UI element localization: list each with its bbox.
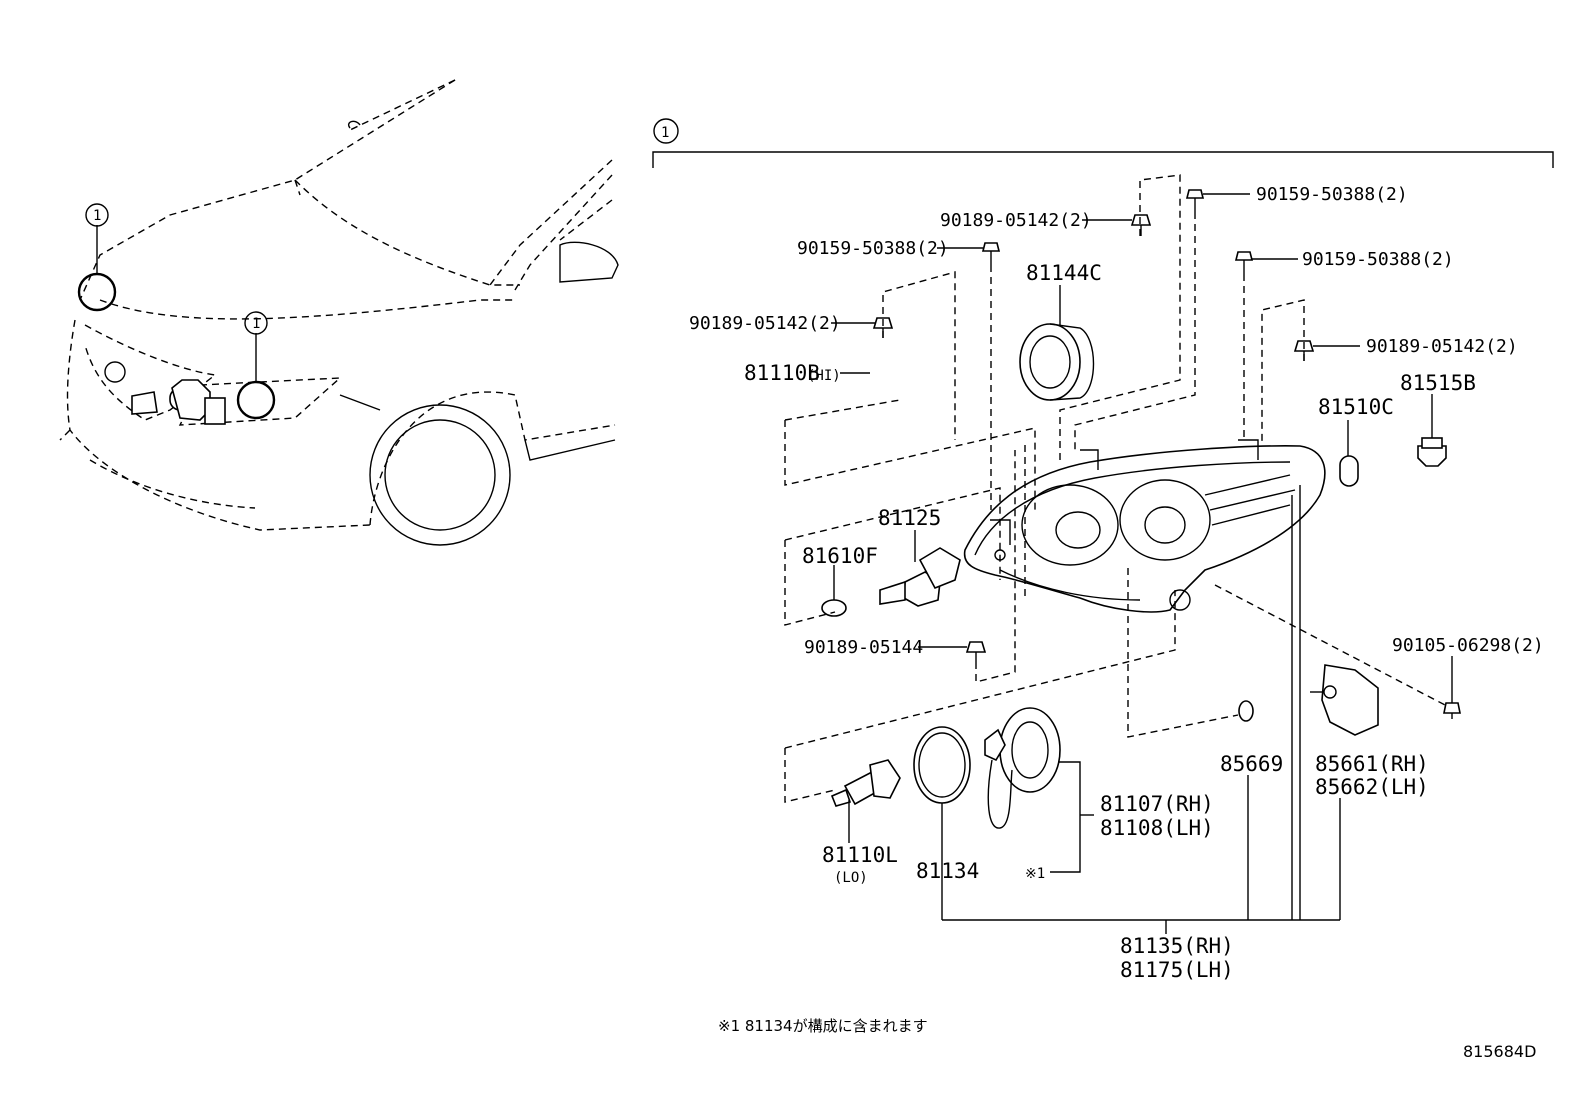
car-front-illustration: 1 1 — [59, 79, 619, 546]
label-90159-50388-right: 90159-50388(2) — [1302, 249, 1454, 270]
part-81610F-bulb — [821, 599, 847, 617]
callout-label: 1 — [93, 208, 101, 224]
assembly-bracket: 1 — [652, 118, 1554, 168]
label-81110B: 81110B — [744, 361, 820, 385]
part-labels: 90159-50388(2) 90189-05142(2) 90159-5038… — [689, 184, 1544, 982]
part-81110L-bulb — [830, 759, 901, 807]
label-85669: 85669 — [1220, 752, 1283, 776]
label-90189-05142-right: 90189-05142(2) — [1366, 336, 1518, 357]
footnote: ※1 81134が構成に含まれます — [718, 1017, 928, 1035]
part-81125-socket — [879, 547, 961, 607]
label-81125: 81125 — [878, 506, 941, 530]
label-90189-05144: 90189-05144 — [804, 637, 923, 658]
part-81134-gasket — [913, 726, 971, 804]
label-81107-rh: 81107(RH) — [1100, 792, 1214, 816]
label-81110B-hi: (HI) — [807, 368, 841, 384]
label-90159-50388-left: 90159-50388(2) — [797, 238, 949, 259]
part-81107-cover — [984, 707, 1061, 829]
label-81108-lh: 81108(LH) — [1100, 816, 1214, 840]
label-81110L-lo: (LO) — [834, 870, 868, 886]
label-85662-lh: 85662(LH) — [1315, 775, 1429, 799]
label-81175-lh: 81175(LH) — [1120, 958, 1234, 982]
label-81135-rh: 81135(RH) — [1120, 934, 1234, 958]
svg-text:1: 1 — [661, 125, 669, 141]
part-81110B-bulb — [131, 379, 226, 425]
part-85669-ring — [1238, 700, 1254, 722]
drawing-code: 815684D — [1463, 1042, 1536, 1061]
part-81144C-cap — [1019, 323, 1095, 401]
label-90189-05142-top: 90189-05142(2) — [940, 210, 1092, 231]
label-81110L: 81110L — [822, 843, 898, 867]
label-81515B: 81515B — [1400, 371, 1476, 395]
label-81134: 81134 — [916, 859, 979, 883]
part-81510C-bulb — [1339, 455, 1359, 487]
label-85661-rh: 85661(RH) — [1315, 752, 1429, 776]
label-81510C: 81510C — [1318, 395, 1394, 419]
callout-label: 1 — [252, 316, 260, 332]
label-90159-50388-top: 90159-50388(2) — [1256, 184, 1408, 205]
leader-lines — [784, 174, 1453, 934]
label-81144C: 81144C — [1026, 261, 1102, 285]
callout-marker-hood — [85, 203, 109, 227]
label-90189-05142-left: 90189-05142(2) — [689, 313, 841, 334]
part-81515B-socket — [1417, 437, 1447, 467]
label-81610F: 81610F — [802, 544, 878, 568]
label-ref-1: ※1 — [1025, 866, 1045, 882]
part-85661-actuator — [1310, 664, 1379, 736]
callout-marker-headlamp — [244, 311, 268, 335]
label-90105-06298: 90105-06298(2) — [1392, 635, 1544, 656]
headlamp-assembly — [963, 439, 1326, 613]
